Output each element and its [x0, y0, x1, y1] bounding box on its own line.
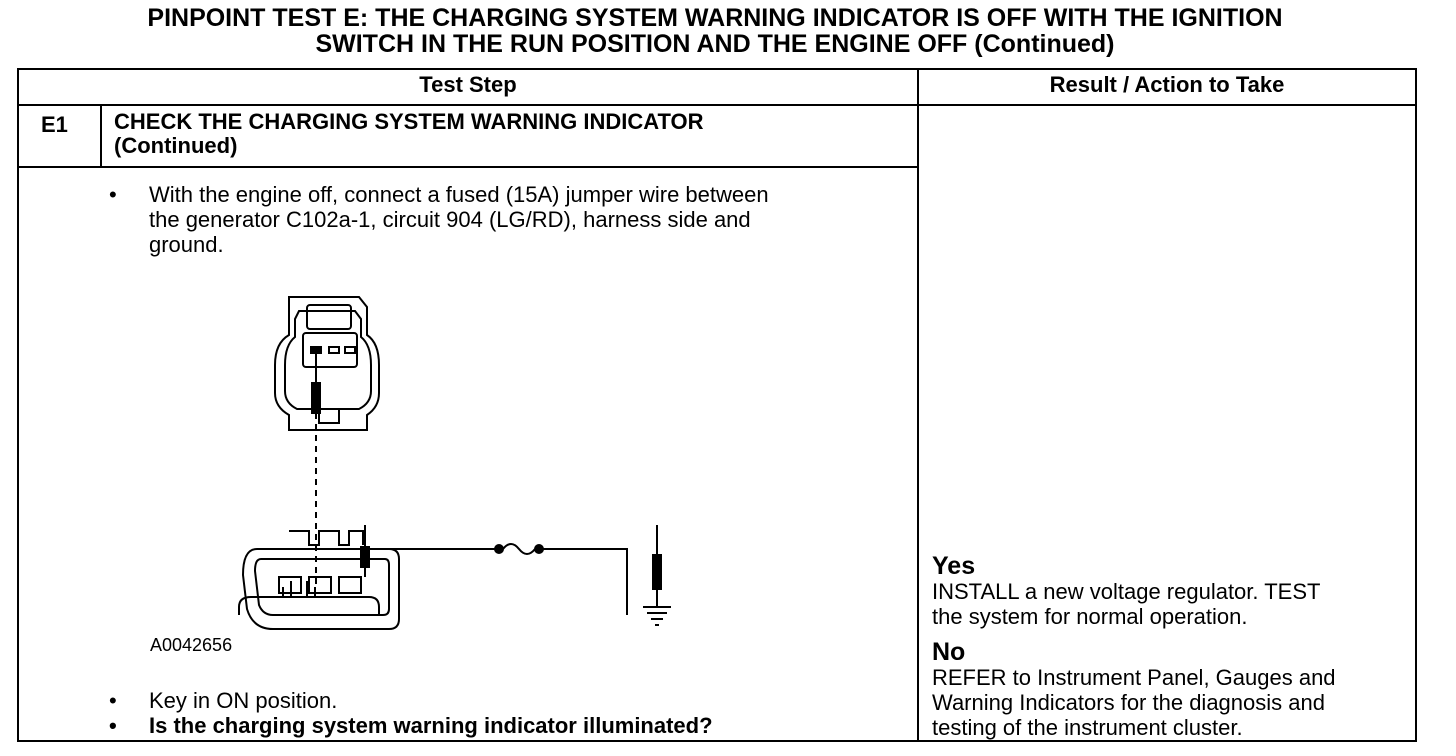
- harness-connector-outline: [238, 596, 380, 615]
- bullet-dot: •: [109, 713, 117, 738]
- bullet-dot: •: [109, 688, 117, 713]
- step-title-line-2: (Continued): [114, 133, 238, 158]
- harness-connector-face: [253, 558, 390, 616]
- step-title-line-1: CHECK THE CHARGING SYSTEM WARNING INDICA…: [114, 109, 704, 134]
- instruction-block-2: • Key in ON position. • Is the charging …: [109, 688, 713, 738]
- page-title: PINPOINT TEST E: THE CHARGING SYSTEM WAR…: [0, 5, 1430, 57]
- generator-pin-1: [310, 346, 322, 354]
- step-title: CHECK THE CHARGING SYSTEM WARNING INDICA…: [114, 110, 704, 158]
- step-id-divider: [100, 106, 102, 166]
- generator-connector-latch: [306, 304, 352, 330]
- harness-pin-1: [278, 576, 302, 594]
- result-yes: Yes INSTALL a new voltage regulator. TES…: [932, 552, 1412, 630]
- instruction-block-1: • With the engine off, connect a fused (…: [109, 182, 769, 257]
- instruction-line: With the engine off, connect a fused (15…: [149, 182, 769, 207]
- instruction-question: • Is the charging system warning indicat…: [109, 713, 713, 738]
- title-line-2: SWITCH IN THE RUN POSITION AND THE ENGIN…: [315, 30, 1115, 58]
- wire-to-ground: [543, 548, 628, 615]
- generator-connector-face: [302, 332, 358, 368]
- result-yes-line: the system for normal operation.: [932, 604, 1248, 629]
- harness-pin-2: [308, 576, 332, 594]
- header-divider: [19, 104, 1415, 106]
- pinpoint-table: Test Step Result / Action to Take E1 CHE…: [17, 68, 1417, 742]
- bullet-dot: •: [109, 182, 117, 207]
- harness-connector-top-latch: [289, 530, 364, 546]
- title-line-1: PINPOINT TEST E: THE CHARGING SYSTEM WAR…: [147, 4, 1283, 32]
- generator-connector-outline: [274, 296, 380, 431]
- instruction-line: Is the charging system warning indicator…: [149, 713, 713, 738]
- generator-pin-2: [328, 346, 340, 354]
- column-divider: [917, 70, 919, 740]
- instruction-line: Key in ON position.: [149, 688, 338, 713]
- header-test-step: Test Step: [419, 72, 517, 97]
- result-no-line: REFER to Instrument Panel, Gauges and: [932, 665, 1336, 690]
- result-no-line: testing of the instrument cluster.: [932, 715, 1243, 740]
- ground-probe: [652, 554, 662, 590]
- generator-pin-3: [344, 346, 356, 354]
- instruction-connect-jumper: • With the engine off, connect a fused (…: [109, 182, 769, 257]
- step-title-divider: [19, 166, 917, 168]
- harness-connector-body: [241, 548, 400, 630]
- instruction-line: ground.: [149, 232, 224, 257]
- instruction-line: the generator C102a-1, circuit 904 (LG/R…: [149, 207, 751, 232]
- instruction-key-on: • Key in ON position.: [109, 688, 713, 713]
- harness-pin-3: [338, 576, 362, 594]
- generator-connector-inner: [284, 310, 372, 410]
- figure-id: A0042656: [150, 635, 233, 655]
- upper-probe: [311, 382, 321, 414]
- result-no-label: No: [932, 638, 966, 666]
- result-no: No REFER to Instrument Panel, Gauges and…: [932, 638, 1412, 741]
- result-yes-line: INSTALL a new voltage regulator. TEST: [932, 579, 1321, 604]
- harness-and-ground-diagram: [241, 525, 671, 630]
- header-result-action: Result / Action to Take: [1049, 72, 1285, 97]
- result-no-line: Warning Indicators for the diagnosis and: [932, 690, 1325, 715]
- generator-connector-tab: [318, 409, 340, 424]
- fuse-icon: [502, 543, 536, 555]
- result-yes-label: Yes: [932, 552, 976, 580]
- step-id: E1: [41, 112, 68, 137]
